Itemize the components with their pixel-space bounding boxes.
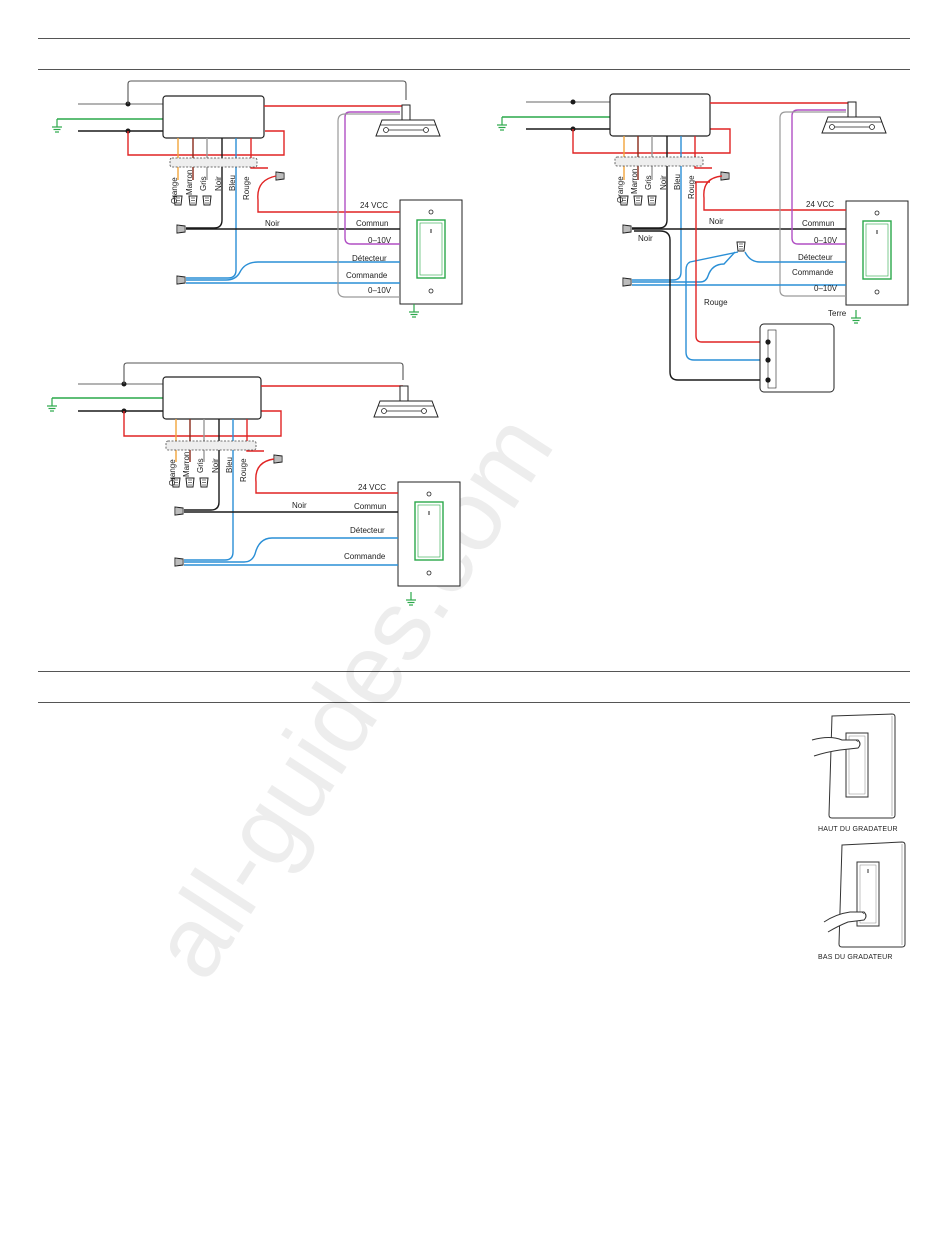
wiring-diagram-3: Orange Marron Gris Noir Bleu Rouge 24 VC… — [46, 362, 461, 606]
dimmer-top-caption: HAUT DU GRADATEUR — [818, 826, 898, 833]
terminal-detecteur-2: Détecteur — [798, 253, 833, 262]
lead-label-orange-3: Orange — [168, 459, 177, 486]
terminal-detecteur-3: Détecteur — [350, 526, 385, 535]
terminal-24vcc-3: 24 VCC — [358, 483, 386, 492]
lead-label-marron-2: Marron — [630, 169, 639, 194]
mid-rule-1 — [38, 671, 910, 672]
top-rule-2 — [38, 69, 910, 70]
lead-label-bleu-3: Bleu — [225, 457, 234, 473]
cap-nut-red — [275, 171, 285, 181]
lead-label-marron: Marron — [185, 170, 194, 195]
dimmer-bottom-illustration — [823, 841, 906, 948]
lead-label-noir-3: Noir — [211, 458, 220, 473]
lead-label-bleu-2: Bleu — [673, 174, 682, 190]
terminal-0-10v: 0–10V — [368, 236, 392, 245]
wire-label-noir-2: Noir — [709, 217, 724, 226]
top-rule-1 — [38, 38, 910, 39]
terminal-commande: Commande — [346, 271, 388, 280]
wire-label-rouge: Rouge — [704, 298, 728, 307]
terminal-24vcc-2: 24 VCC — [806, 200, 834, 209]
terminal-commande-3: Commande — [344, 552, 386, 561]
dimmer-bottom-caption: BAS DU GRADATEUR — [818, 954, 893, 961]
terminal-24vcc: 24 VCC — [360, 201, 388, 210]
wire-label-noir: Noir — [265, 219, 280, 228]
wire-label-noir-4: Noir — [292, 501, 307, 510]
terminal-0-10v-4: 0–10V — [814, 284, 838, 293]
wiring-diagram-2: Orange Marron Gris Noir Bleu Rouge 24 VC… — [496, 93, 909, 393]
lead-label-bleu: Bleu — [228, 175, 237, 191]
mid-rule-2 — [38, 702, 910, 703]
terminal-commande-2: Commande — [792, 268, 834, 277]
lead-label-gris-3: Gris — [196, 458, 205, 473]
watermark-text: all-guides.com — [130, 395, 575, 997]
ground-label-terre: Terre — [828, 309, 847, 318]
terminal-detecteur: Détecteur — [352, 254, 387, 263]
wiring-diagram-1: Orange Marron Gris Noir Bleu Rouge 24 VC… — [51, 80, 463, 318]
terminal-0-10v-2: 0–10V — [368, 286, 392, 295]
lead-label-rouge-3: Rouge — [239, 458, 248, 482]
lead-label-marron-3: Marron — [182, 452, 191, 477]
terminal-commun: Commun — [356, 219, 388, 228]
terminal-commun-2: Commun — [802, 219, 834, 228]
wire-label-noir-3: Noir — [638, 234, 653, 243]
lead-label-orange-2: Orange — [616, 176, 625, 203]
lead-label-noir-2: Noir — [659, 175, 668, 190]
lead-label-orange: Orange — [170, 177, 179, 204]
lead-label-noir: Noir — [214, 176, 223, 191]
lead-label-gris: Gris — [199, 176, 208, 191]
lead-label-rouge-2: Rouge — [687, 175, 696, 199]
terminal-0-10v-3: 0–10V — [814, 236, 838, 245]
lead-label-rouge: Rouge — [242, 176, 251, 200]
terminal-commun-3: Commun — [354, 502, 386, 511]
dimmer-top-illustration — [811, 713, 896, 819]
lead-label-gris-2: Gris — [644, 175, 653, 190]
